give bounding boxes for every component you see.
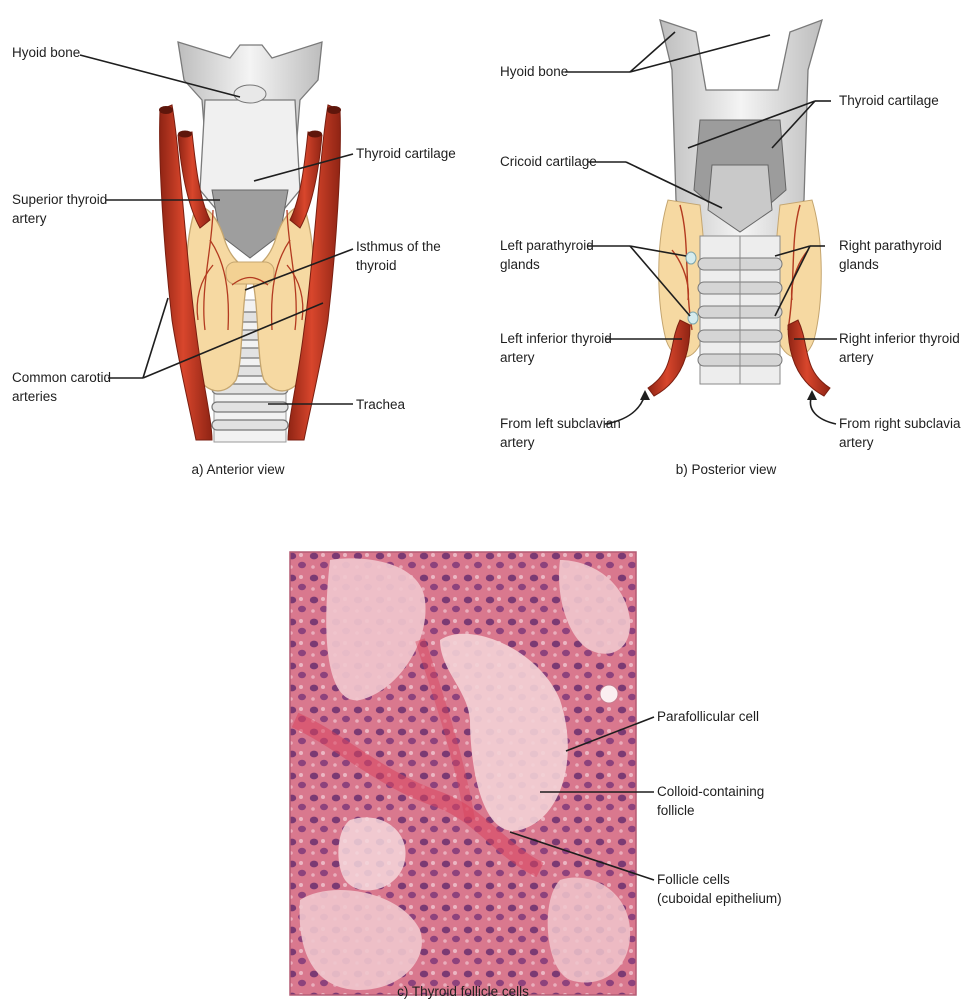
- label-colloid-follicle-line2: follicle: [657, 802, 695, 819]
- label-right-parathyroid-line1: Right parathyroid: [839, 237, 942, 254]
- histology-micrograph: [290, 552, 636, 995]
- label-cricoid-cartilage: Cricoid cartilage: [500, 153, 597, 170]
- label-colloid-follicle-line1: Colloid-containing: [657, 783, 764, 800]
- caption-thyroid-follicle-cells: c) Thyroid follicle cells: [397, 984, 529, 999]
- label-trachea: Trachea: [356, 396, 405, 413]
- caption-anterior-view: a) Anterior view: [191, 462, 284, 477]
- label-superior-thyroid-artery-line2: artery: [12, 210, 47, 227]
- caption-posterior-view: b) Posterior view: [676, 462, 777, 477]
- label-from-left-subclavian-line1: From left subclavian: [500, 415, 621, 432]
- label-hyoid-bone-posterior: Hyoid bone: [500, 63, 568, 80]
- label-left-parathyroid-line1: Left parathyroid: [500, 237, 594, 254]
- label-follicle-cells-line1: Follicle cells: [657, 871, 730, 888]
- label-from-right-subclavian-line1: From right subclavian: [839, 415, 961, 432]
- label-right-inferior-thyroid-line1: Right inferior thyroid: [839, 330, 960, 347]
- label-right-inferior-thyroid-line2: artery: [839, 349, 874, 366]
- label-follicle-cells-line2: (cuboidal epithelium): [657, 890, 782, 907]
- label-parafollicular-cell: Parafollicular cell: [657, 708, 759, 725]
- label-hyoid-bone-anterior: Hyoid bone: [12, 44, 80, 61]
- label-isthmus-line1: Isthmus of the: [356, 238, 441, 255]
- label-left-parathyroid-line2: glands: [500, 256, 540, 273]
- label-superior-thyroid-artery-line1: Superior thyroid: [12, 191, 107, 208]
- esophagus-trachea-posterior: [698, 236, 782, 384]
- label-from-left-subclavian-line2: artery: [500, 434, 535, 451]
- label-isthmus-line2: thyroid: [356, 257, 397, 274]
- label-left-inferior-thyroid-line1: Left inferior thyroid: [500, 330, 612, 347]
- label-thyroid-cartilage-anterior: Thyroid cartilage: [356, 145, 456, 162]
- arrowheads: [640, 390, 817, 400]
- label-common-carotid-line1: Common carotid: [12, 369, 111, 386]
- label-common-carotid-line2: arteries: [12, 388, 57, 405]
- anterior-view-drawing: [159, 42, 341, 442]
- label-thyroid-cartilage-posterior: Thyroid cartilage: [839, 92, 939, 109]
- label-right-parathyroid-line2: glands: [839, 256, 879, 273]
- label-from-right-subclavian-line2: artery: [839, 434, 874, 451]
- label-left-inferior-thyroid-line2: artery: [500, 349, 535, 366]
